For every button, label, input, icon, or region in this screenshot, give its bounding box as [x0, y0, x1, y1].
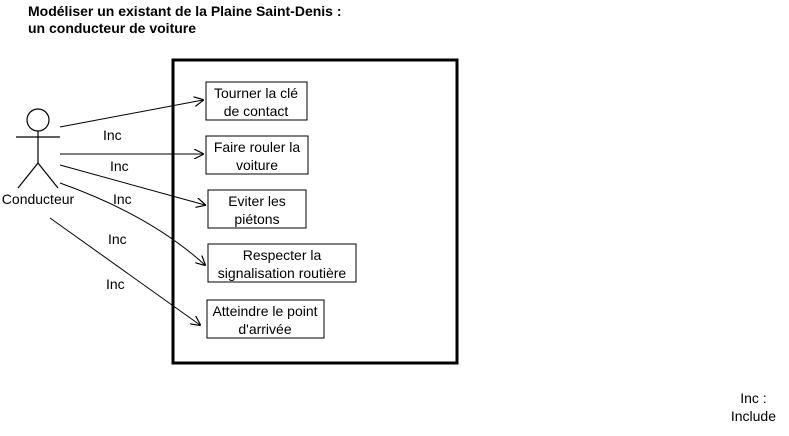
svg-text:Eviter les: Eviter les: [228, 193, 286, 209]
relation-label: Inc: [110, 158, 129, 174]
legend-line2: Include: [730, 408, 776, 424]
svg-text:Respecter la: Respecter la: [243, 247, 322, 263]
svg-text:piétons: piétons: [234, 211, 279, 227]
use-case-respecter-signalisation: Respecter la signalisation routière: [207, 243, 357, 283]
use-case-faire-rouler: Faire rouler la voiture: [205, 135, 309, 175]
relation-label: Inc: [103, 127, 122, 143]
arrow-eviter-pietons: [59, 164, 205, 205]
relation-label: Inc: [106, 276, 125, 292]
arrow-tourner-la-cle: [59, 100, 203, 128]
actor-label: Conducteur: [2, 191, 75, 207]
actor-head: [26, 108, 50, 132]
arrow-respecter-signalisation: [59, 182, 205, 265]
svg-text:Tourner la clé: Tourner la clé: [214, 85, 298, 101]
actor-stick-figure-icon: [16, 108, 60, 189]
actor-right-leg: [37, 162, 59, 189]
use-case-eviter-pietons: Eviter les piétons: [207, 189, 307, 229]
arrow-atteindre-point: [49, 217, 200, 325]
actor-left-leg: [17, 162, 39, 189]
use-case-atteindre-point: Atteindre le point d'arrivée: [206, 299, 325, 339]
svg-text:d'arrivée: d'arrivée: [238, 321, 291, 337]
relation-label: Inc: [113, 191, 132, 207]
diagram-title-line1: Modéliser un existant de la Plaine Saint…: [28, 3, 342, 19]
legend: Inc : Include: [731, 389, 776, 425]
relation-label: Inc: [108, 231, 127, 247]
svg-text:de contact: de contact: [224, 103, 289, 119]
use-case-tourner-la-cle: Tourner la clé de contact: [205, 81, 308, 121]
diagram-title: Modéliser un existant de la Plaine Saint…: [28, 3, 342, 37]
diagram-title-line2: un conducteur de voiture: [28, 20, 197, 36]
svg-text:signalisation routière: signalisation routière: [218, 265, 347, 281]
legend-line1: Inc :: [740, 390, 767, 406]
svg-text:voiture: voiture: [236, 157, 278, 173]
svg-text:Atteindre le point: Atteindre le point: [212, 303, 317, 319]
svg-text:Faire rouler la: Faire rouler la: [214, 139, 301, 155]
